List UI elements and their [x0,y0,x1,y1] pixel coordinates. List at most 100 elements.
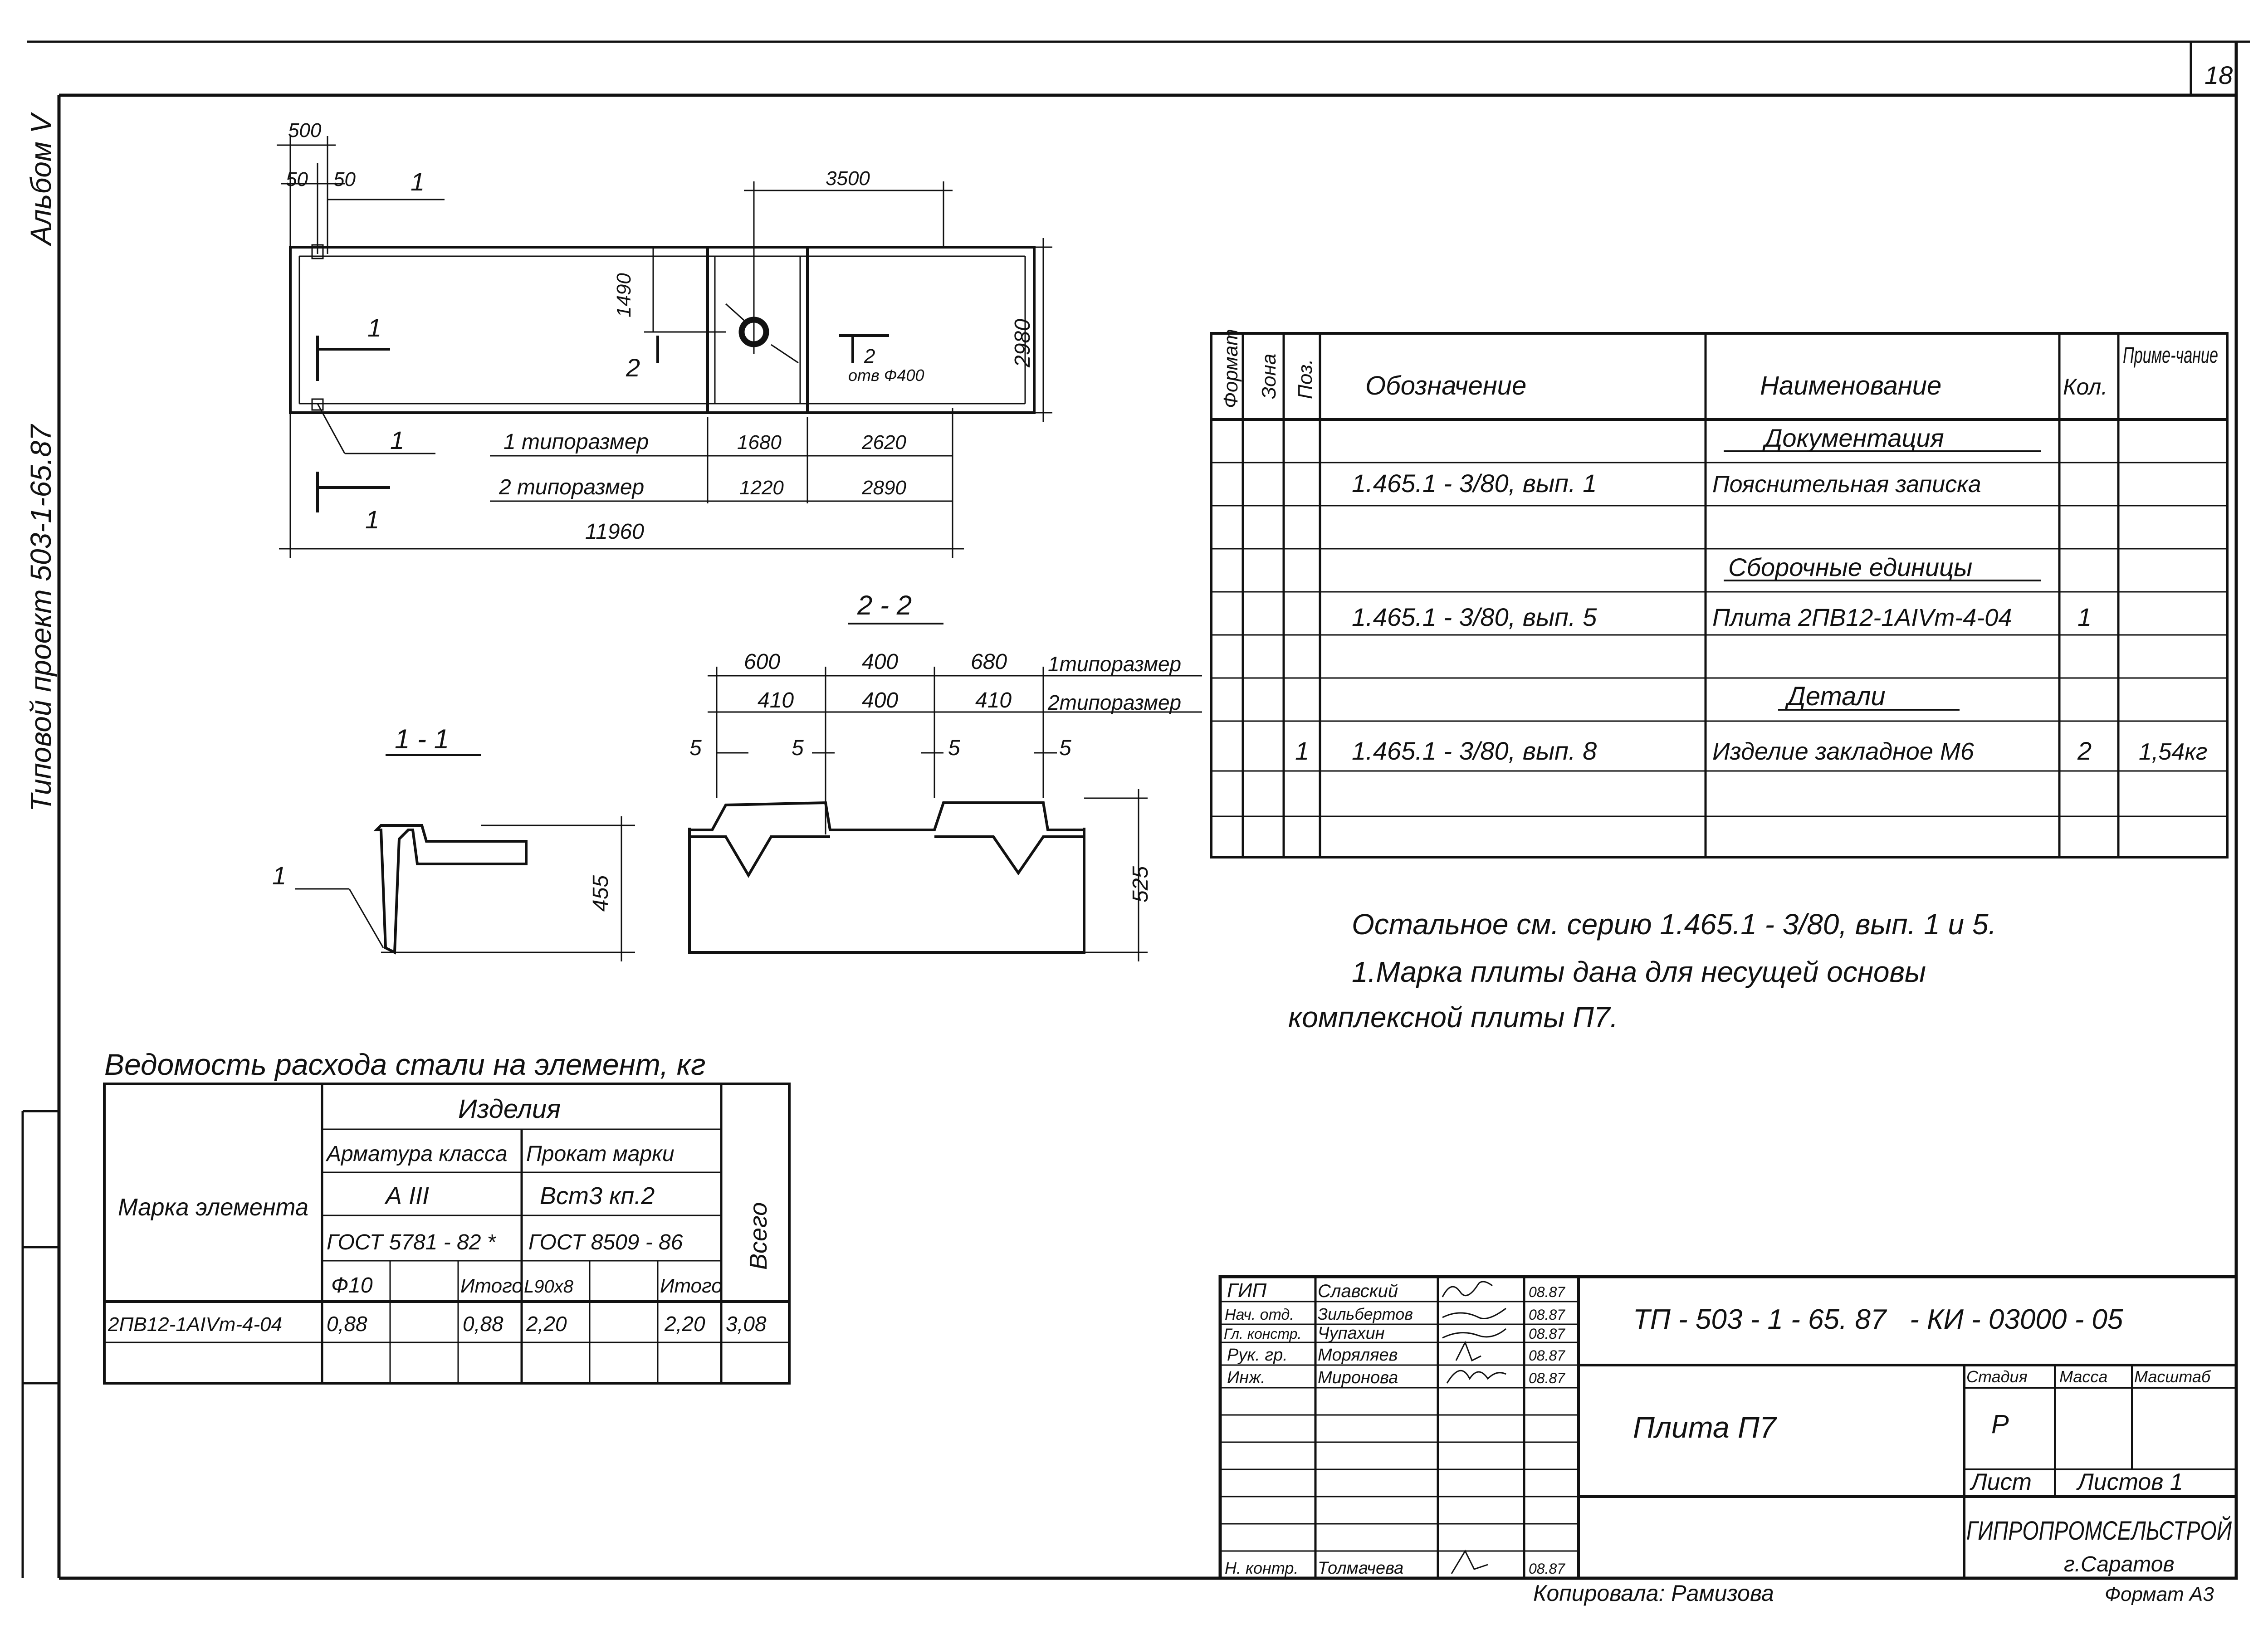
stamp-stage-h: Стадия [1966,1367,2028,1386]
steel-row-itogo-b: 2,20 [664,1312,705,1336]
stamp-role-3: Рук. гр. [1227,1346,1288,1365]
steel-prokat-grade: Вст3 кп.2 [540,1182,655,1210]
steel-row-itogo-a: 0,88 [463,1312,503,1336]
callout-1-left: 1 [367,313,381,342]
sheet-number: 18 [2204,61,2233,89]
dim-11960: 11960 [585,520,644,544]
stamp-name-3: Моряляев [1318,1346,1398,1365]
dim-1490: 1490 [613,273,635,317]
title-block: ГИП Славский 08.87 Нач. отд. Зильбертов … [1218,1275,2238,1580]
stamp-name-0: Славский [1318,1281,1398,1301]
stamp-date-2: 08.87 [1529,1326,1565,1342]
section-1-1-callout: 1 [272,861,286,890]
note-line-3: комплексной плиты П7. [1288,1001,1618,1034]
steel-arm-grade: А III [384,1182,429,1210]
spec-h-note: Приме-чание [2123,342,2218,368]
spec-row-7-designation: 1.465.1 - 3/80, вып. 8 [1352,737,1597,765]
size-row-1-b: 2620 [861,431,906,454]
steel-row-angle: 2,20 [526,1312,567,1336]
callout-1-bottom: 1 [390,426,404,454]
size-row-1-a: 1680 [737,431,782,454]
stamp-scale-h: Масштаб [2134,1367,2211,1386]
plan-view: 500 50 50 3500 1490 2980 11960 1 1 1 1 2… [277,119,1052,558]
s22-row1-600: 600 [744,650,780,674]
spec-h-designation: Обозначение [1365,371,1526,400]
stamp-name-5: Толмачева [1318,1559,1403,1578]
callout-1-top: 1 [411,167,425,196]
steel-row-total: 3,08 [726,1312,767,1336]
spec-h-pos: Поз. [1294,359,1316,399]
section-1-1: 1 - 1 455 1 [272,724,635,961]
steel-total: Всего [745,1202,772,1270]
stamp-role-4: Инж. [1227,1368,1266,1387]
section-2-left: 2 [626,353,640,382]
stamp-role-0: ГИП [1227,1279,1266,1302]
s22-row2-410a: 410 [758,688,794,712]
spec-h-zone: Зона [1258,354,1280,399]
section-2-right: 2 [864,345,875,367]
footer-format: Формат А3 [2105,1583,2214,1605]
spec-row-7-pos: 1 [1295,737,1309,765]
section-2-2: 2 - 2 600 400 680 1типоразмер 410 [688,590,1202,961]
s22-small-5-a: 5 [689,736,702,760]
steel-sub-angle: L90x8 [524,1277,574,1297]
spec-row-7-qty: 2 [2077,737,2092,765]
size-row-2-a: 1220 [739,477,784,499]
stamp-role-1: Нач. отд. [1225,1306,1294,1323]
note-line-2: 1.Марка плиты дана для несущей основы [1352,956,1926,988]
s22-row2-label: 2типоразмер [1047,691,1181,714]
stamp-title: Плита П7 [1633,1410,1777,1444]
s22-small-5-c: 5 [948,736,960,760]
spec-row-4-name: Плита 2ПВ12-1АIVт-4-04 [1712,604,2012,631]
steel-arm-class: Арматура класса [325,1142,508,1166]
stamp-stage: Р [1991,1410,2009,1439]
steel-sub-f10: Ф10 [331,1273,373,1297]
s22-row1-400: 400 [862,650,898,674]
steel-title: Ведомость расхода стали на элемент, кг [104,1048,706,1081]
callout-1-low: 1 [365,505,379,534]
s22-row1-680: 680 [971,650,1007,674]
stamp-role-2: Гл. констр. [1224,1326,1301,1342]
project-side-text: Типовой проект 503-1-65.87 [24,424,57,812]
album-label: Альбом V [24,112,57,247]
steel-group: Изделия [458,1094,561,1124]
stamp-name-2: Чупахин [1318,1324,1385,1343]
stamp-sheets-h: Листов 1 [2076,1469,2183,1495]
spec-row-0-name: Документация [1762,424,1944,452]
stamp-role-5: Н. контр. [1225,1559,1298,1577]
steel-prokat: Прокат марки [526,1142,675,1166]
steel-arm-gost: ГОСТ 5781 - 82 * [327,1230,496,1254]
spec-row-1-designation: 1.465.1 - 3/80, вып. 1 [1352,469,1597,498]
spec-row-1-name: Пояснительная записка [1712,471,1981,498]
spec-table: Формат Зона Поз. Обозначение Наименовани… [1210,329,2229,858]
size-row-1-label: 1 типоразмер [503,430,649,454]
stamp-city: г.Саратов [2064,1552,2175,1576]
dim-2980: 2980 [1011,319,1035,368]
section-1-1-title: 1 - 1 [395,724,449,754]
spec-row-4-qty: 1 [2077,603,2092,631]
size-row-2-b: 2890 [861,477,906,499]
stamp-date-4: 08.87 [1529,1370,1565,1386]
hole-label: отв Ф400 [848,366,924,385]
dim-500: 500 [288,119,322,141]
spec-h-qty: Кол. [2063,374,2107,400]
steel-sub-itogo-b: Итого [660,1275,723,1297]
stamp-date-1: 08.87 [1529,1307,1565,1323]
note-line-1: Остальное см. серию 1.465.1 - 3/80, вып.… [1352,908,1996,941]
stamp-date-0: 08.87 [1529,1284,1565,1300]
spec-row-4-designation: 1.465.1 - 3/80, вып. 5 [1352,603,1597,631]
steel-row-f10: 0,88 [327,1312,367,1336]
spec-row-6-name: Детали [1784,682,1886,711]
steel-sub-itogo-a: Итого [460,1275,523,1297]
footer-copied: Копировала: Рамизова [1533,1580,1774,1606]
s22-row2-410b: 410 [975,688,1012,712]
steel-table: Ведомость расхода стали на элемент, кг М… [103,1048,791,1385]
s22-height-525: 525 [1129,866,1153,902]
spec-row-7-note: 1,54кг [2139,739,2207,765]
steel-row-element: 2ПВ12-1АIVт-4-04 [108,1313,282,1336]
stamp-name-1: Зильбертов [1318,1305,1413,1323]
steel-prokat-gost: ГОСТ 8509 - 86 [528,1230,683,1254]
dim-3500: 3500 [826,167,870,190]
s22-row2-400: 400 [862,688,898,712]
steel-col-element: Марка элемента [118,1194,308,1221]
